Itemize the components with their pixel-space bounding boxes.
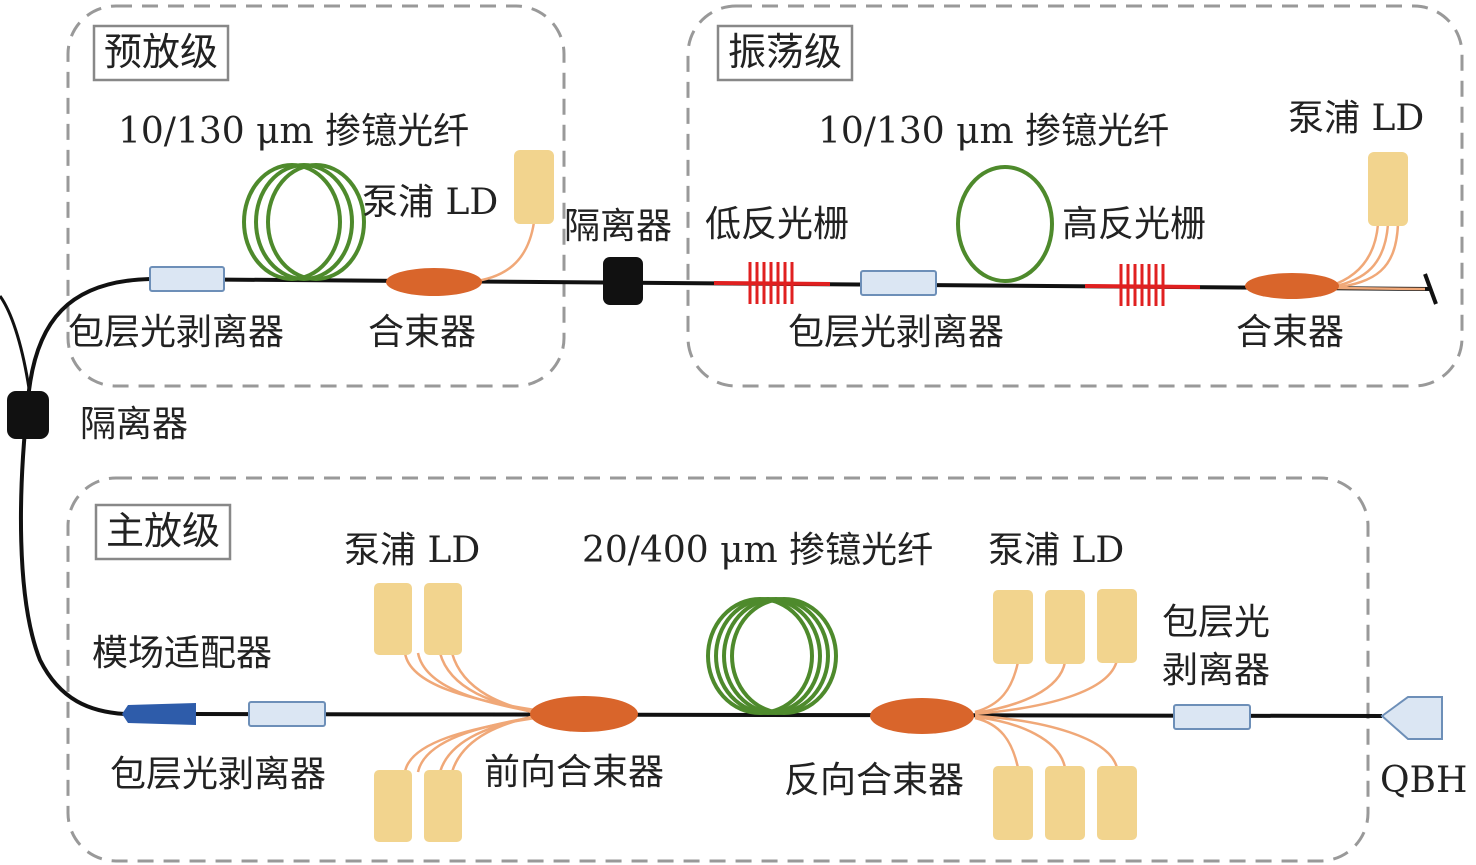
- main-stripper-out-label: 包层光: [1162, 602, 1270, 643]
- osc-pump-ld: [1368, 152, 1408, 226]
- fwd-pump-pigtails: [403, 652, 541, 773]
- main-stripper-in: [248, 701, 326, 727]
- osc-pump-pigtails: [1329, 223, 1426, 291]
- isolator-mid: [603, 257, 643, 305]
- pre-pump-label: 泵浦 LD: [362, 182, 498, 223]
- bwd-pump-pigtails: [974, 659, 1119, 769]
- pre-stripper-label: 包层光剥离器: [68, 312, 284, 353]
- osc-combiner: [1245, 273, 1339, 299]
- fiber-end-cleave: [1423, 273, 1438, 305]
- osc-pump-label: 泵浦 LD: [1288, 98, 1424, 139]
- qbh-connector: [1380, 696, 1443, 740]
- bwd-pump-ld: [1097, 766, 1137, 840]
- main-stripper-out-label-2: 剥离器: [1162, 650, 1270, 691]
- pre-combiner: [386, 268, 482, 296]
- fwd-pump-lds: [374, 583, 462, 842]
- oscillator-title: 振荡级: [728, 30, 842, 74]
- bwd-combiner: [870, 698, 974, 734]
- main-amp-title-box: [94, 503, 232, 561]
- bwd-combiner-label: 反向合束器: [784, 760, 964, 801]
- main-pump-bwd-label: 泵浦 LD: [988, 530, 1124, 571]
- fwd-pump-ld: [374, 583, 412, 655]
- main-amp-title: 主放级: [106, 509, 220, 553]
- oscillator-frame: [686, 4, 1464, 388]
- osc-fiber-label: 10/130 μm 掺镱光纤: [818, 111, 1169, 152]
- bwd-pump-ld: [1045, 590, 1085, 664]
- pre-stripper: [149, 266, 225, 292]
- main-amp-frame: [66, 476, 1370, 863]
- high-grating-label: 高反光栅: [1062, 204, 1206, 245]
- oscillator-title-box: [716, 24, 854, 82]
- main-stripper-out: [1173, 704, 1251, 730]
- bwd-pump-ld: [1045, 766, 1085, 840]
- bwd-pump-ld: [993, 590, 1033, 664]
- isolator-mid-label: 隔离器: [564, 206, 672, 247]
- fiber-loop: [18, 277, 151, 716]
- fwd-combiner: [530, 696, 638, 732]
- high-reflect-grating: [1084, 264, 1201, 306]
- mode-field-adapter: [122, 703, 196, 725]
- pre-fiber-coil: [242, 163, 366, 281]
- pre-combiner-label: 合束器: [368, 312, 476, 353]
- isolator-left: [7, 391, 49, 439]
- fwd-pump-ld: [374, 770, 412, 842]
- pre-pump-pigtail: [469, 221, 536, 284]
- osc-fiber-coil: [956, 165, 1054, 283]
- main-stripper-in-label: 包层光剥离器: [110, 754, 326, 795]
- qbh-label: QBH: [1380, 760, 1467, 801]
- fwd-pump-ld: [424, 583, 462, 655]
- main-fiber-coil: [706, 597, 838, 715]
- osc-stripper: [860, 270, 937, 296]
- bwd-pump-ld: [993, 766, 1033, 840]
- fwd-combiner-label: 前向合束器: [484, 752, 664, 793]
- pre-pump-ld: [514, 150, 554, 224]
- bwd-pump-ld: [1097, 589, 1137, 663]
- osc-combiner-label: 合束器: [1236, 312, 1344, 353]
- isolator-left-label: 隔离器: [80, 404, 188, 445]
- main-fiber-label: 20/400 μm 掺镱光纤: [582, 530, 933, 571]
- fiber-tail: [0, 295, 32, 396]
- bwd-pump-lds: [993, 589, 1137, 840]
- low-grating-label: 低反光栅: [705, 204, 849, 245]
- main-pump-fwd-label: 泵浦 LD: [344, 530, 480, 571]
- low-reflect-grating: [713, 262, 831, 304]
- mode-adapter-label: 模场适配器: [92, 633, 272, 674]
- preamp-title: 预放级: [104, 30, 218, 74]
- preamp-title-box: [92, 24, 230, 82]
- pre-fiber-label: 10/130 μm 掺镱光纤: [118, 111, 469, 152]
- osc-stripper-label: 包层光剥离器: [788, 312, 1004, 353]
- fwd-pump-ld: [424, 770, 462, 842]
